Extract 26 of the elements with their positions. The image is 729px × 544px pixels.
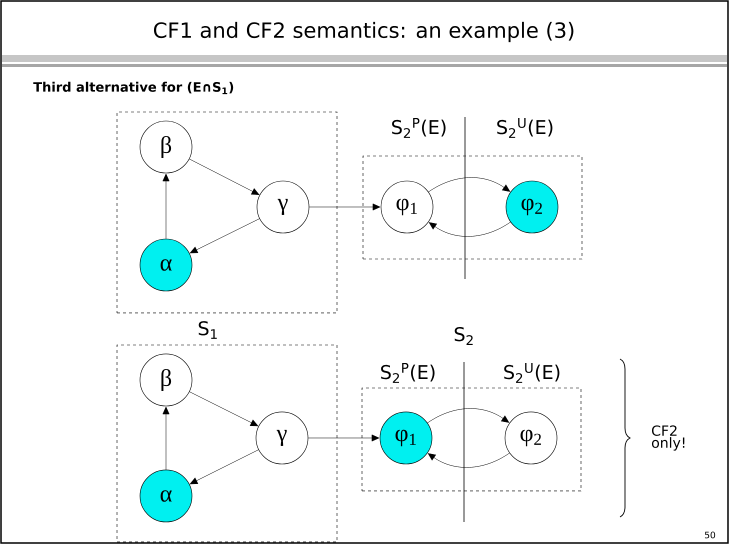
arrow xyxy=(428,177,510,192)
set-label: S$_{2}$$^{U}$(E) xyxy=(497,118,552,138)
set-label: S$_{2}$$^{U}$(E) xyxy=(504,363,560,383)
note: CF2 only! xyxy=(652,425,684,451)
arrow xyxy=(162,174,170,239)
slide-title: CF1 and CF2 semantics: an example (3) xyxy=(154,22,574,42)
arrow xyxy=(189,392,258,426)
dashed-box xyxy=(362,156,582,260)
dashed-box xyxy=(116,112,338,314)
arrow xyxy=(428,222,511,237)
dashed-box xyxy=(362,388,582,492)
arrow xyxy=(309,204,380,210)
arrow xyxy=(427,408,510,424)
arrow xyxy=(190,218,260,254)
arrow xyxy=(190,450,259,484)
arrow xyxy=(189,158,260,195)
subheading: Third alternative for (E∩S$_{1}$) xyxy=(33,82,234,94)
arrow xyxy=(428,452,510,468)
set-label: S$_{2}$ xyxy=(454,326,473,345)
set-label: S$_{2}$$^{P}$(E) xyxy=(381,363,435,383)
dashed-box xyxy=(116,344,338,542)
arrow xyxy=(162,406,170,470)
arrow xyxy=(308,434,380,442)
set-label: S$_{1}$ xyxy=(198,321,217,339)
page-number: 50 xyxy=(704,532,716,538)
set-label: S$_{2}$$^{P}$(E) xyxy=(392,118,446,138)
